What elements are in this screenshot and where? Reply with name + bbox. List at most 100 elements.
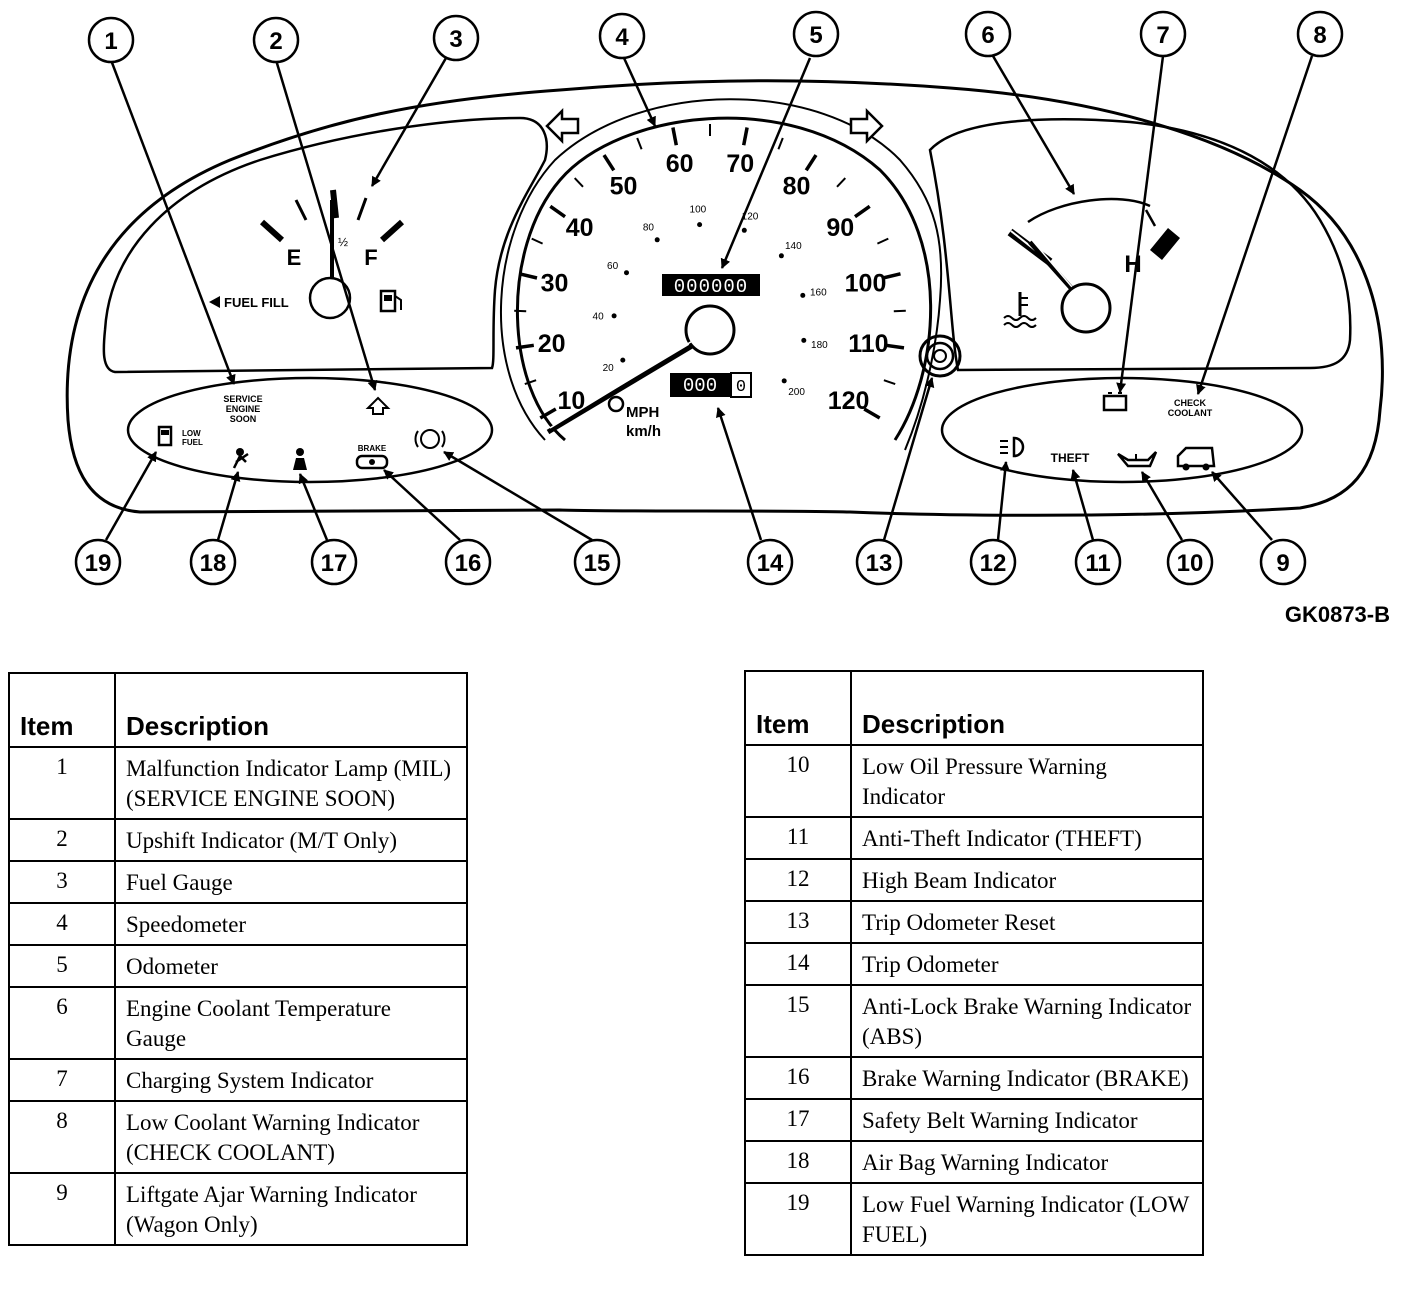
- callout-16: 16: [444, 538, 492, 586]
- major-tick: [885, 343, 905, 350]
- description-column-header: Description: [850, 670, 1204, 746]
- fuel-empty-label: E: [287, 245, 302, 270]
- callout-number: 18: [200, 550, 227, 577]
- callout-number: 14: [757, 550, 784, 577]
- seat-belt-icon: [293, 448, 307, 470]
- description-cell: Air Bag Warning Indicator: [850, 1140, 1204, 1184]
- description-cell: Trip Odometer: [850, 942, 1204, 986]
- check-coolant-indicator: CHECK COOLANT: [1168, 398, 1213, 418]
- callout-12: 12: [969, 538, 1017, 586]
- air-bag-icon: [232, 448, 249, 469]
- callout-2: 2: [252, 16, 300, 64]
- mph-tick-label: 40: [566, 214, 594, 242]
- kmh-tick-dot: [611, 313, 617, 319]
- right-turn-signal-icon: [849, 107, 884, 145]
- major-tick: [853, 204, 871, 219]
- kmh-tick-dot: [778, 253, 784, 259]
- odometer-digits: 000000: [674, 276, 748, 298]
- kmh-tick-label: 140: [785, 241, 802, 252]
- kmh-tick-label: 80: [643, 222, 655, 233]
- item-number-cell: 1: [8, 746, 116, 820]
- item-number-cell: 9: [8, 1172, 116, 1246]
- callout-number: 4: [615, 24, 629, 51]
- major-tick: [804, 154, 818, 172]
- upshift-arrow-icon: [365, 396, 391, 415]
- fuel-gauge: E ½ F FUEL FILL: [209, 189, 405, 320]
- cluster-housing: [65, 79, 1384, 517]
- major-tick: [602, 154, 616, 172]
- kmh-tick-dot: [654, 237, 660, 243]
- kmh-tick-label: 40: [593, 311, 605, 322]
- minor-tick: [524, 379, 537, 386]
- trip-odometer-digits: 000: [683, 375, 717, 397]
- description-cell: Odometer: [114, 944, 468, 988]
- callout-number: 6: [981, 22, 994, 49]
- low-fuel-indicator: LOW FUEL: [157, 425, 203, 447]
- charging-system-icon: [1102, 392, 1128, 412]
- fuel-fill-arrow-icon: [209, 296, 220, 308]
- callout-number: 17: [321, 550, 348, 577]
- fuel-label: FUEL: [182, 438, 203, 447]
- item-number-cell: 6: [8, 986, 116, 1060]
- fuel-full-label: F: [364, 245, 377, 270]
- oil-can-icon: [1117, 451, 1158, 468]
- mph-tick-label: 20: [538, 330, 566, 358]
- description-cell: Charging System Indicator: [114, 1058, 468, 1102]
- callout-number: 5: [809, 22, 822, 49]
- needle-pivot-mark: [607, 395, 625, 413]
- kmh-unit-label: km/h: [626, 423, 661, 440]
- callout-17: 17: [310, 538, 358, 586]
- description-cell: Malfunction Indicator Lamp (MIL) (SERVIC…: [114, 746, 468, 820]
- kmh-tick-label: 160: [810, 287, 827, 298]
- liftgate-ajar-icon: [1176, 446, 1216, 471]
- odometer-display: [662, 274, 760, 296]
- trip-odometer-tenths: 0: [736, 378, 746, 397]
- trip-odometer-display: [670, 373, 730, 397]
- callout-9: 9: [1259, 538, 1307, 586]
- item-number-cell: 11: [744, 816, 852, 860]
- item-number-cell: 12: [744, 858, 852, 902]
- description-cell: Low Oil Pressure Warning Indicator: [850, 744, 1204, 818]
- kmh-tick-dot: [697, 222, 703, 228]
- item-number-cell: 7: [8, 1058, 116, 1102]
- mph-tick-label: 30: [541, 269, 569, 297]
- temp-hot-label: H: [1124, 251, 1141, 278]
- description-cell: Anti-Theft Indicator (THEFT): [850, 816, 1204, 860]
- item-number-cell: 3: [8, 860, 116, 904]
- callout-6: 6: [964, 10, 1012, 58]
- temp-gauge-hub: [1060, 282, 1112, 334]
- callout-10: 10: [1166, 538, 1214, 586]
- callout-number: 2: [269, 28, 282, 55]
- major-tick: [671, 127, 679, 146]
- description-cell: Upshift Indicator (M/T Only): [114, 818, 468, 862]
- speedometer-hub: [684, 304, 736, 356]
- temp-gauge: H: [1003, 197, 1180, 334]
- description-cell: Low Fuel Warning Indicator (LOW FUEL): [850, 1182, 1204, 1256]
- fuel-gauge-hub: [308, 276, 352, 320]
- soon-label: SOON: [230, 414, 257, 424]
- item-number-cell: 16: [744, 1056, 852, 1100]
- mph-tick-label: 100: [845, 269, 887, 297]
- description-cell: High Beam Indicator: [850, 858, 1204, 902]
- major-tick: [549, 204, 567, 219]
- item-number-cell: 19: [744, 1182, 852, 1256]
- callout-leader-lines: [104, 55, 1314, 542]
- major-tick: [539, 407, 557, 420]
- description-cell: Trip Odometer Reset: [850, 900, 1204, 944]
- theft-label: THEFT: [1051, 451, 1090, 465]
- callout-number: 12: [980, 550, 1007, 577]
- callout-15: 15: [573, 538, 621, 586]
